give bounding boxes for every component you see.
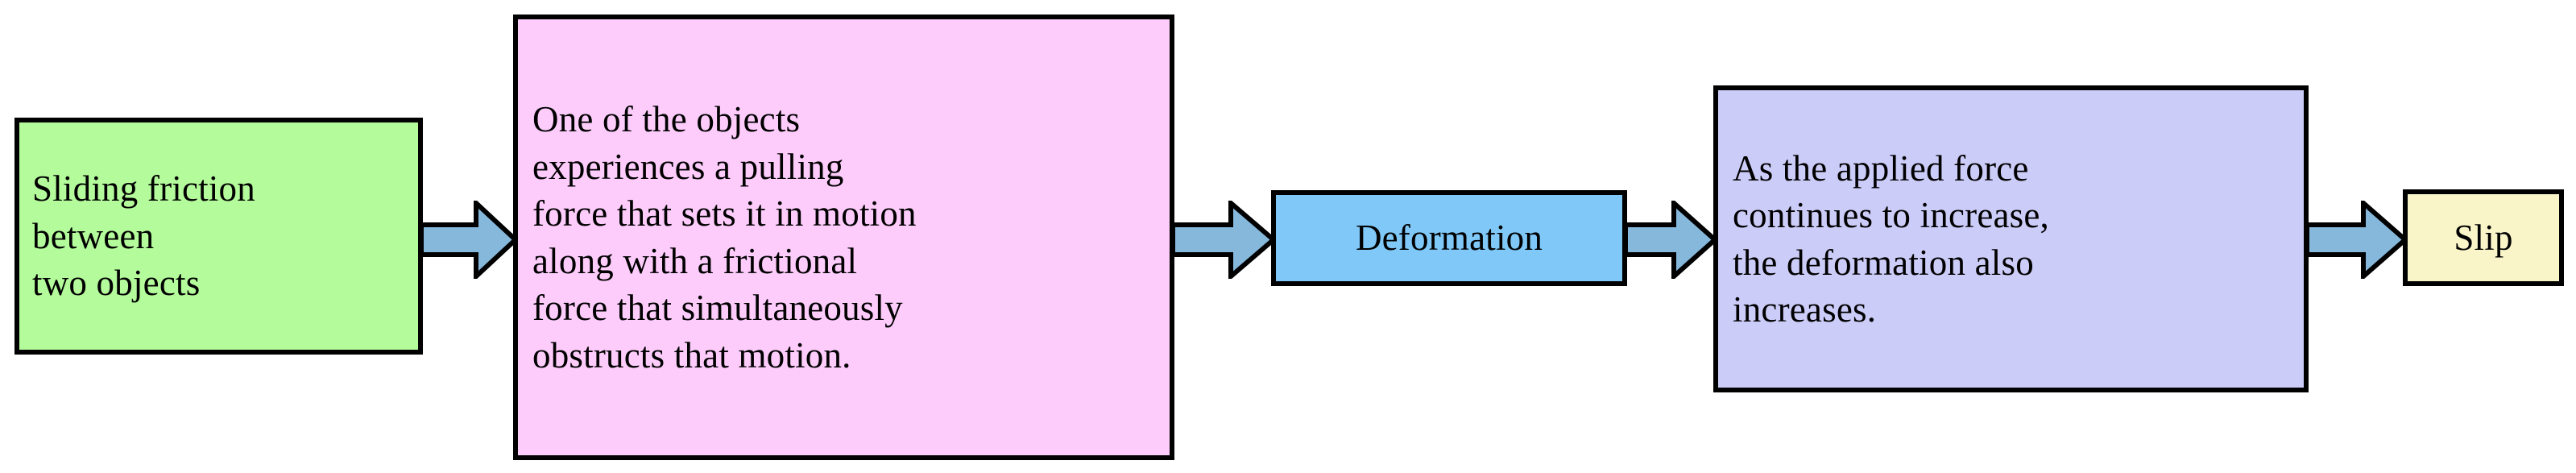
flowchart-node-sliding-friction[interactable]: Sliding friction between two objects xyxy=(14,118,423,355)
flowchart-node-force-increase[interactable]: As the applied force continues to increa… xyxy=(1713,85,2309,392)
right-block-arrow-glyph xyxy=(1624,201,1717,279)
flowchart-node-slip-label: Slip xyxy=(2454,217,2513,258)
right-block-arrow-glyph xyxy=(420,201,518,279)
right-block-arrow-icon xyxy=(2305,201,2408,279)
right-block-arrow-icon xyxy=(1171,201,1276,279)
flowchart-node-sliding-friction-label: Sliding friction between two objects xyxy=(32,168,255,304)
right-block-arrow-icon xyxy=(420,201,518,279)
right-block-arrow-icon xyxy=(1624,201,1717,279)
flowchart-node-slip[interactable]: Slip xyxy=(2403,189,2564,286)
flowchart-node-deformation-label: Deformation xyxy=(1355,218,1543,259)
flowchart-node-pulling-force-label: One of the objects experiences a pulling… xyxy=(532,99,917,375)
flowchart-node-force-increase-label: As the applied force continues to increa… xyxy=(1733,147,2050,330)
flowchart-node-deformation[interactable]: Deformation xyxy=(1271,190,1627,286)
right-block-arrow-glyph xyxy=(2305,201,2408,279)
right-block-arrow-glyph xyxy=(1171,201,1276,279)
flowchart-node-pulling-force[interactable]: One of the objects experiences a pulling… xyxy=(513,15,1174,460)
